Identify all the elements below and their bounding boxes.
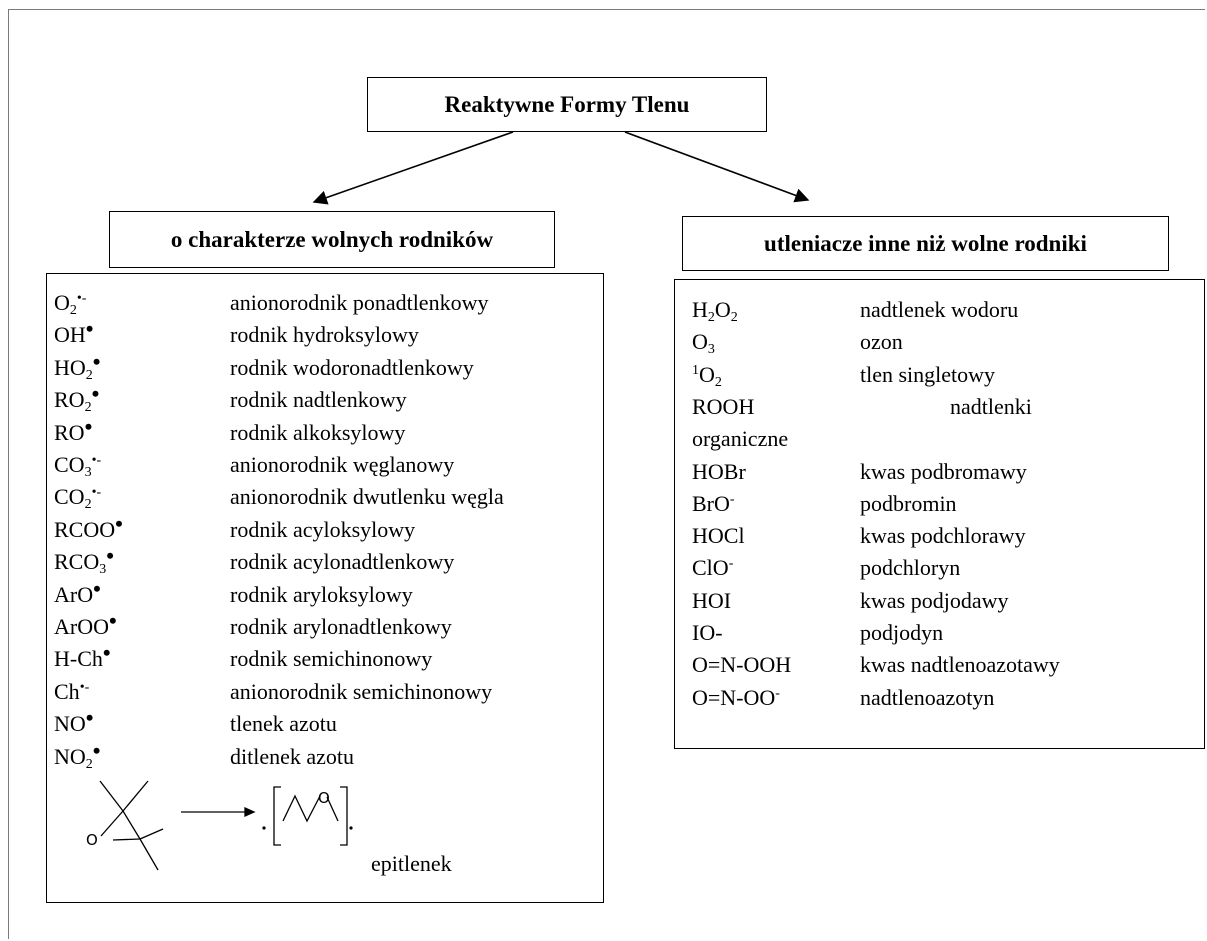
right-category-box: utleniacze inne niż wolne rodniki <box>682 216 1169 271</box>
right-name: podbromin <box>860 490 957 516</box>
right-formula: HOBr <box>692 458 746 484</box>
left-name: rodnik hydroksylowy <box>230 322 419 348</box>
left-formula: RO2• <box>54 381 100 416</box>
left-name: rodnik arylonadtlenkowy <box>230 614 452 639</box>
right-list-box <box>674 279 1205 749</box>
right-name: ozon <box>860 329 903 355</box>
right-name: nadtlenki <box>950 393 1032 419</box>
right-formula: ROOH <box>692 393 755 419</box>
right-name: kwas podchlorawy <box>860 523 1026 549</box>
left-formula: ArO• <box>54 575 101 607</box>
diagram-title: Reaktywne Formy Tlenu <box>444 91 690 117</box>
right-name: podjodyn <box>860 620 944 645</box>
right-formula: O=N-OOH <box>692 652 792 678</box>
right-name: nadtlenoazotyn <box>860 684 995 710</box>
right-formula: O3 <box>692 329 715 358</box>
right-formula: O=N-OO- <box>692 684 780 710</box>
left-formula: H-Ch• <box>54 640 111 672</box>
left-formula: RCOO• <box>54 510 123 542</box>
right-formula: ClO- <box>692 555 734 581</box>
left-formula: ArOO• <box>54 608 117 640</box>
left-formula: CO3•- <box>54 452 102 480</box>
left-name: rodnik nadtlenkowy <box>230 387 407 413</box>
left-formula: OH• <box>54 316 94 348</box>
left-formula: NO2• <box>54 737 101 772</box>
left-formula: CO2•- <box>54 484 102 513</box>
left-name: rodnik alkoksylowy <box>230 419 406 445</box>
left-formula: RO• <box>54 413 93 445</box>
left-name: rodnik semichinonowy <box>230 646 433 672</box>
left-formula: NO• <box>54 705 94 737</box>
left-name: tlenek azotu <box>230 711 337 737</box>
right-name: kwas podbromawy <box>860 458 1027 484</box>
left-category-heading: o charakterze wolnych rodników <box>170 226 494 252</box>
arrow-to-left <box>312 131 514 205</box>
left-formula: RCO3• <box>54 543 114 578</box>
left-name: anionorodnik ponadtlenkowy <box>230 290 489 315</box>
right-name: nadtlenek wodoru <box>860 297 1019 322</box>
arrow-to-right <box>624 131 810 203</box>
left-name: rodnik acylonadtlenkowy <box>230 549 455 575</box>
right-name: kwas nadtlenoazotawy <box>860 652 1060 678</box>
right-category-heading: utleniacze inne niż wolne rodniki <box>764 230 1087 256</box>
left-name: rodnik aryloksylowy <box>230 581 413 607</box>
right-formula: BrO- <box>692 490 735 516</box>
left-name: anionorodnik dwutlenku węgla <box>230 484 504 510</box>
left-name: ditlenek azotu <box>230 743 355 769</box>
left-category-box: o charakterze wolnych rodników <box>109 211 555 268</box>
title-box: Reaktywne Formy Tlenu <box>367 77 767 132</box>
left-formula: O2•- <box>54 290 87 318</box>
right-formula: HOCl <box>692 523 745 549</box>
right-formula: HOI <box>692 587 732 613</box>
right-name: kwas podjodawy <box>860 587 1009 613</box>
left-name: anionorodnik semichinonowy <box>230 678 493 704</box>
epoxide-label: epitlenek <box>371 851 452 876</box>
right-name: podchloryn <box>860 555 961 581</box>
right-formula: H2O2 <box>692 297 738 325</box>
page-frame <box>8 9 1205 939</box>
left-formula: Ch•- <box>54 678 90 704</box>
left-formula: HO2• <box>54 348 101 383</box>
left-name: rodnik wodoronadtlenkowy <box>230 354 474 380</box>
right-name: tlen singletowy <box>860 361 996 387</box>
right-formula: organiczne <box>692 426 789 452</box>
right-formula: 1O2 <box>692 361 722 390</box>
right-formula: IO- <box>692 620 723 645</box>
left-name: anionorodnik węglanowy <box>230 452 455 477</box>
left-name: rodnik acyloksylowy <box>230 516 416 542</box>
